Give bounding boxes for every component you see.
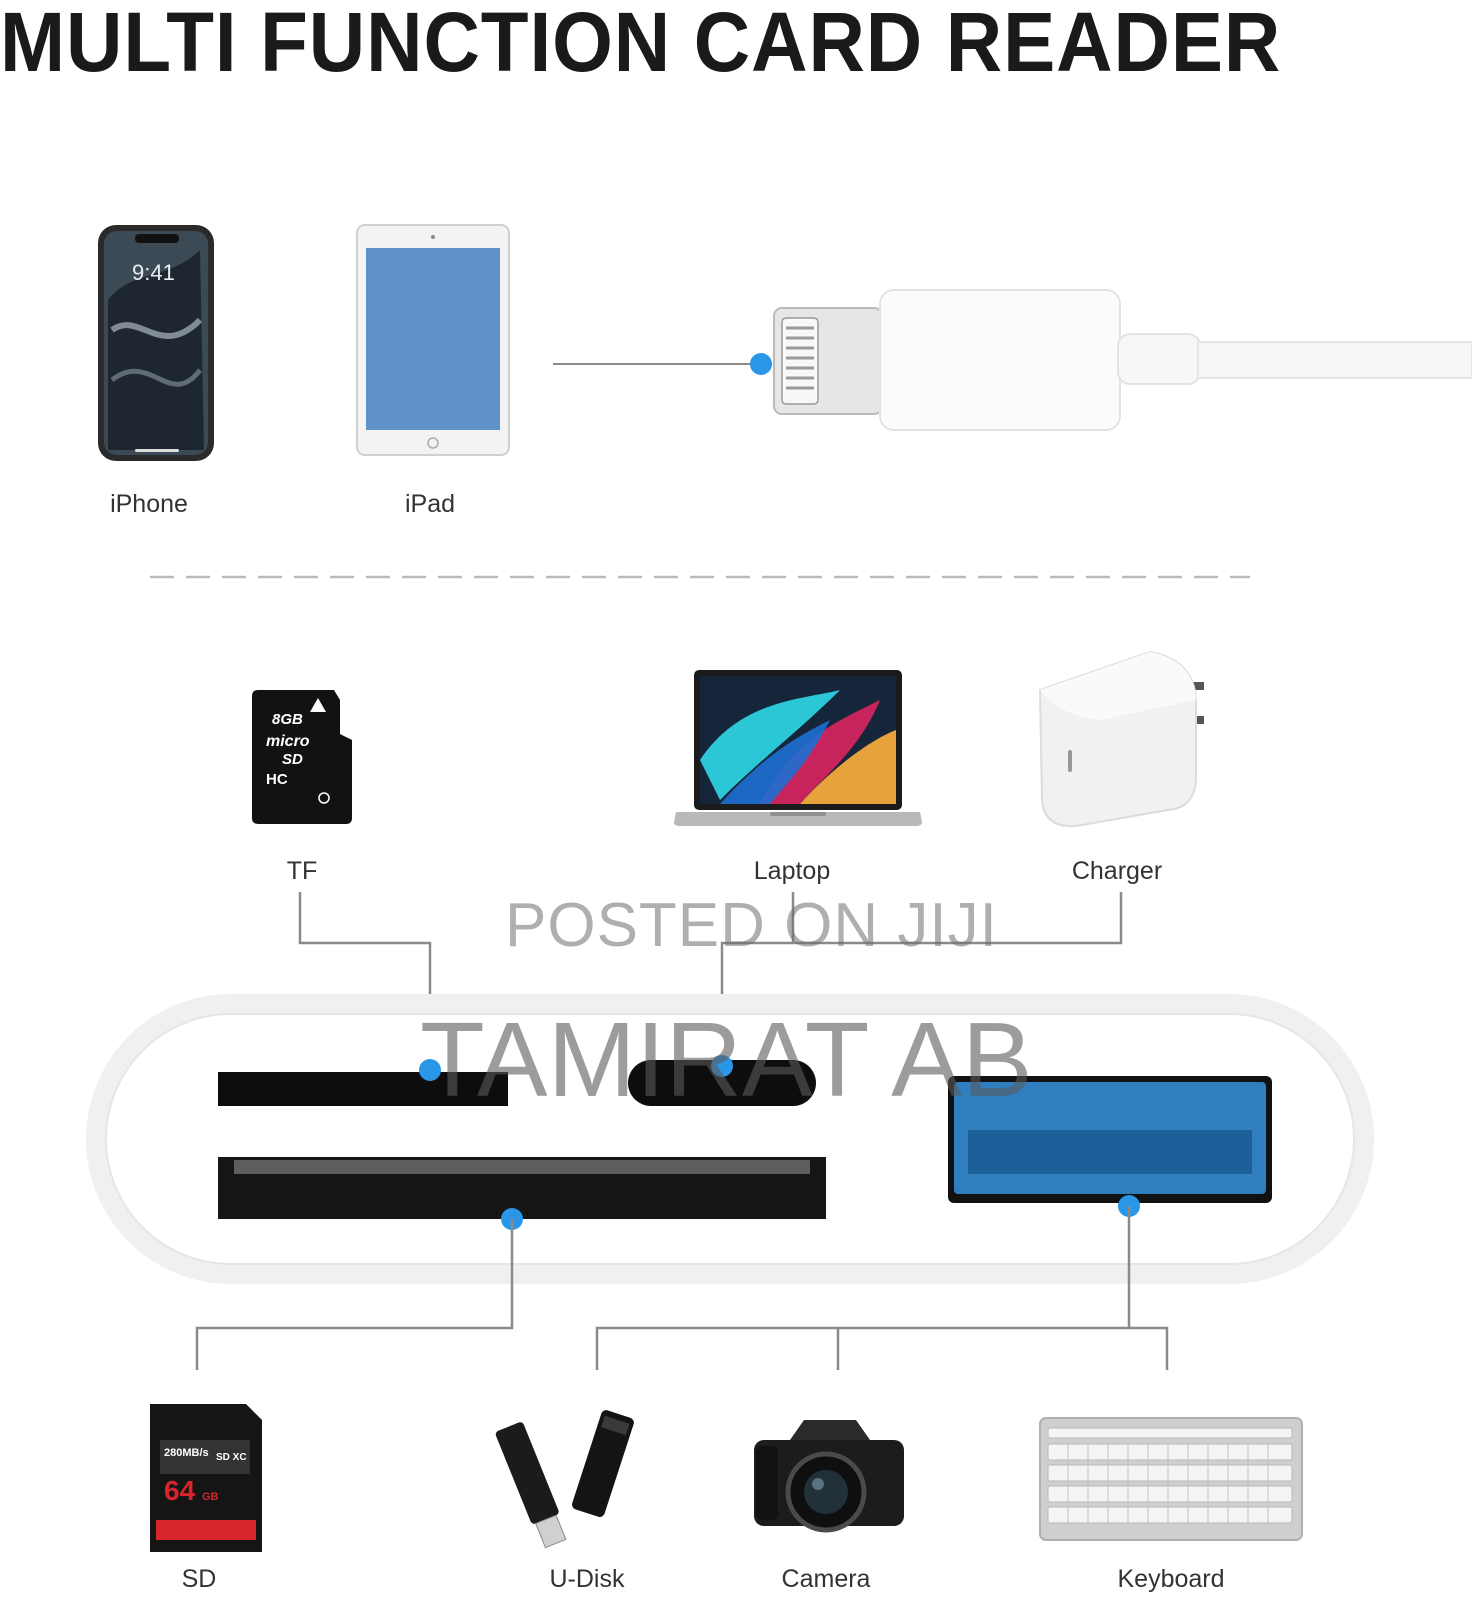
sd-unit: GB: [202, 1491, 219, 1503]
iphone-icon: 9:41: [98, 225, 214, 461]
watermark-line2: TAMIRAT AB: [420, 1001, 1033, 1119]
lightning-connector-icon: [773, 289, 1472, 431]
microsd-brand-line1: micro: [266, 733, 310, 750]
sd-card-icon: 280MB/s SD XC 64 GB: [150, 1404, 262, 1552]
sd-type: SD XC: [216, 1452, 247, 1463]
label-sd: SD: [181, 1565, 217, 1593]
tf-slot: [218, 1072, 508, 1106]
charger-icon: [1038, 650, 1204, 828]
microsd-card-icon: 8GB micro SD HC: [252, 690, 352, 824]
label-charger: Charger: [1071, 857, 1163, 885]
camera-icon: [754, 1420, 904, 1533]
label-camera: Camera: [781, 1565, 871, 1593]
connector-dot-lightning: [750, 353, 772, 375]
label-u-disk: U-Disk: [549, 1565, 625, 1593]
connector-dot-lightning-port: [711, 1055, 733, 1077]
microsd-capacity: 8GB: [272, 711, 303, 728]
label-iphone: iPhone: [110, 490, 188, 518]
svg-text:9:41: 9:41: [132, 260, 175, 285]
microsd-brand-line2: SD: [282, 751, 303, 768]
ipad-icon: [356, 224, 510, 456]
sd-capacity: 64: [164, 1475, 196, 1506]
label-laptop: Laptop: [753, 857, 831, 885]
page-title: MULTI FUNCTION CARD READER: [0, 0, 1282, 89]
usb-flash-drive-icon: [495, 1410, 634, 1549]
microsd-type: HC: [266, 771, 288, 788]
watermark-line1: POSTED ON JIJI: [505, 891, 998, 960]
laptop-icon: [674, 670, 922, 826]
card-reader-body: [86, 994, 1374, 1284]
keyboard-icon: [1039, 1417, 1303, 1541]
sd-speed: 280MB/s: [164, 1447, 209, 1459]
label-ipad: iPad: [404, 490, 456, 518]
connector-lines-bottom-group: [195, 1206, 1169, 1370]
connector-dot-tf: [419, 1059, 441, 1081]
lightning-port: [628, 1060, 816, 1106]
label-keyboard: Keyboard: [1117, 1565, 1225, 1593]
label-tf: TF: [286, 857, 318, 885]
